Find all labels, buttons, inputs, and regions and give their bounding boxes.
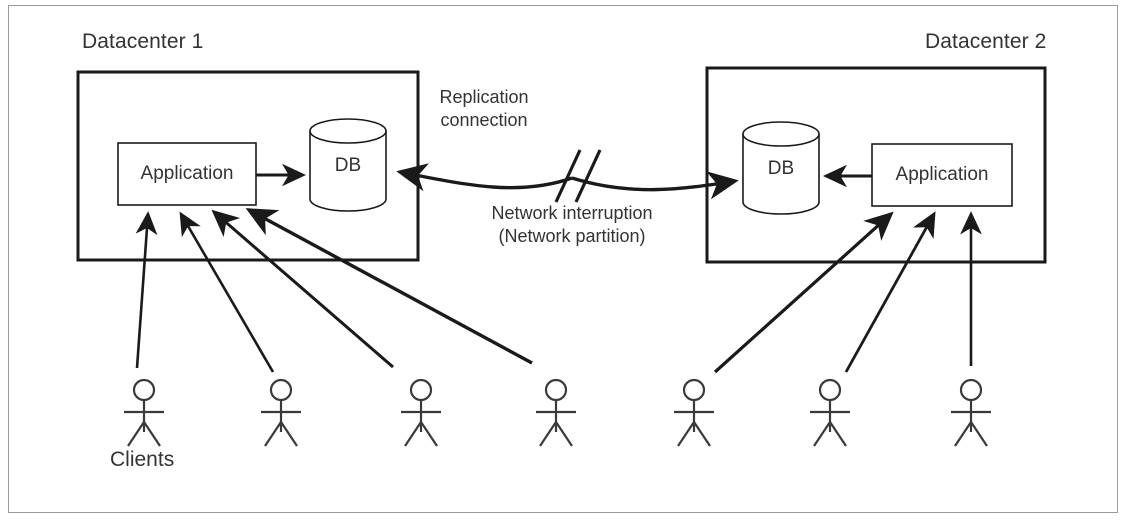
- partition-slash-1-icon: [554, 149, 582, 203]
- database-label-dc2: DB: [767, 158, 795, 179]
- client-figure-3: [401, 378, 441, 447]
- client-figure-4: [536, 378, 576, 447]
- replication-connection-label-line-2: connection: [440, 110, 528, 130]
- client-figure-5: [674, 378, 714, 447]
- application-box-dc1: [117, 142, 257, 206]
- network-interruption-label-line-1: Network interruption: [491, 203, 653, 223]
- datacenter-1-label: Datacenter 1: [82, 30, 204, 53]
- client-figure-6: [810, 378, 850, 447]
- client-figure-2: [261, 378, 301, 447]
- replication-connection-left-segment: [396, 163, 573, 192]
- replication-connection-label-line-1: Replication: [439, 87, 529, 107]
- application-label-dc1: Application: [140, 163, 234, 184]
- network-partition-label-line-2: (Network partition): [498, 226, 646, 246]
- client-arrows-dc1: [135, 208, 533, 373]
- application-label-dc2: Application: [895, 164, 989, 185]
- database-cylinder-dc1: [309, 118, 387, 212]
- application-box-dc2: [871, 143, 1013, 207]
- client-figure-1: [124, 378, 164, 447]
- replication-connection-right-segment: [571, 171, 739, 200]
- database-cylinder-dc2: [742, 121, 820, 215]
- partition-slash-2-icon: [574, 149, 602, 203]
- datacenter-2-label: Datacenter 2: [925, 30, 1047, 53]
- datacenter-2-box: [705, 66, 1047, 264]
- client-figure-7: [951, 378, 991, 447]
- clients-label: Clients: [110, 448, 175, 471]
- database-label-dc1: DB: [334, 155, 362, 176]
- client-arrows-dc2: [713, 211, 982, 374]
